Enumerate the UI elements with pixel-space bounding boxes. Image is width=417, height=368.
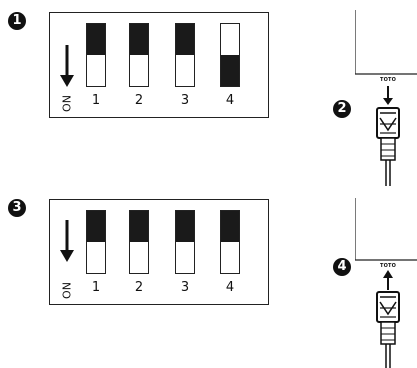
step-3-badge: 3	[8, 199, 26, 217]
step-4-badge: 4	[333, 258, 351, 276]
switch-knob	[87, 24, 105, 55]
switch-label-4: 4	[225, 280, 235, 295]
dip-switch-2[interactable]	[129, 210, 149, 274]
brand-label: TOTO	[380, 263, 397, 269]
dip-switch-1[interactable]	[86, 23, 106, 87]
connector-plugin-illustration: TOTO	[355, 186, 417, 368]
switch-knob	[221, 211, 239, 242]
plug-connector-icon	[376, 270, 400, 368]
switch-knob	[221, 55, 239, 86]
switch-label-3: 3	[180, 93, 190, 108]
switch-label-2: 2	[134, 280, 144, 295]
switch-knob	[130, 211, 148, 242]
down-arrow-icon	[60, 220, 74, 262]
plug-connector-icon	[376, 86, 400, 186]
switch-label-2: 2	[134, 93, 144, 108]
down-arrow-icon	[60, 45, 74, 87]
switch-label-4: 4	[225, 93, 235, 108]
dip-switch-4[interactable]	[220, 23, 240, 87]
dip-switch-panel-2: ON 1 2 3 4	[49, 199, 269, 305]
switch-knob	[176, 211, 194, 242]
on-label: ON	[60, 282, 74, 299]
step-2-badge: 2	[333, 100, 351, 118]
device-housing	[355, 10, 417, 75]
device-housing	[355, 198, 417, 261]
dip-switch-3[interactable]	[175, 23, 195, 87]
dip-switch-2[interactable]	[129, 23, 149, 87]
switch-knob	[87, 211, 105, 242]
switch-knob	[176, 24, 194, 55]
dip-switch-3[interactable]	[175, 210, 195, 274]
switch-knob	[130, 24, 148, 55]
switch-label-3: 3	[180, 280, 190, 295]
connector-unplug-illustration: TOTO	[355, 0, 417, 186]
dip-switch-1[interactable]	[86, 210, 106, 274]
switch-label-1: 1	[91, 93, 101, 108]
brand-label: TOTO	[380, 77, 397, 83]
step-1-badge: 1	[8, 12, 26, 30]
on-label: ON	[60, 95, 74, 112]
dip-switch-panel-1: ON 1 2 3 4	[49, 12, 269, 118]
switch-label-1: 1	[91, 280, 101, 295]
dip-switch-4[interactable]	[220, 210, 240, 274]
